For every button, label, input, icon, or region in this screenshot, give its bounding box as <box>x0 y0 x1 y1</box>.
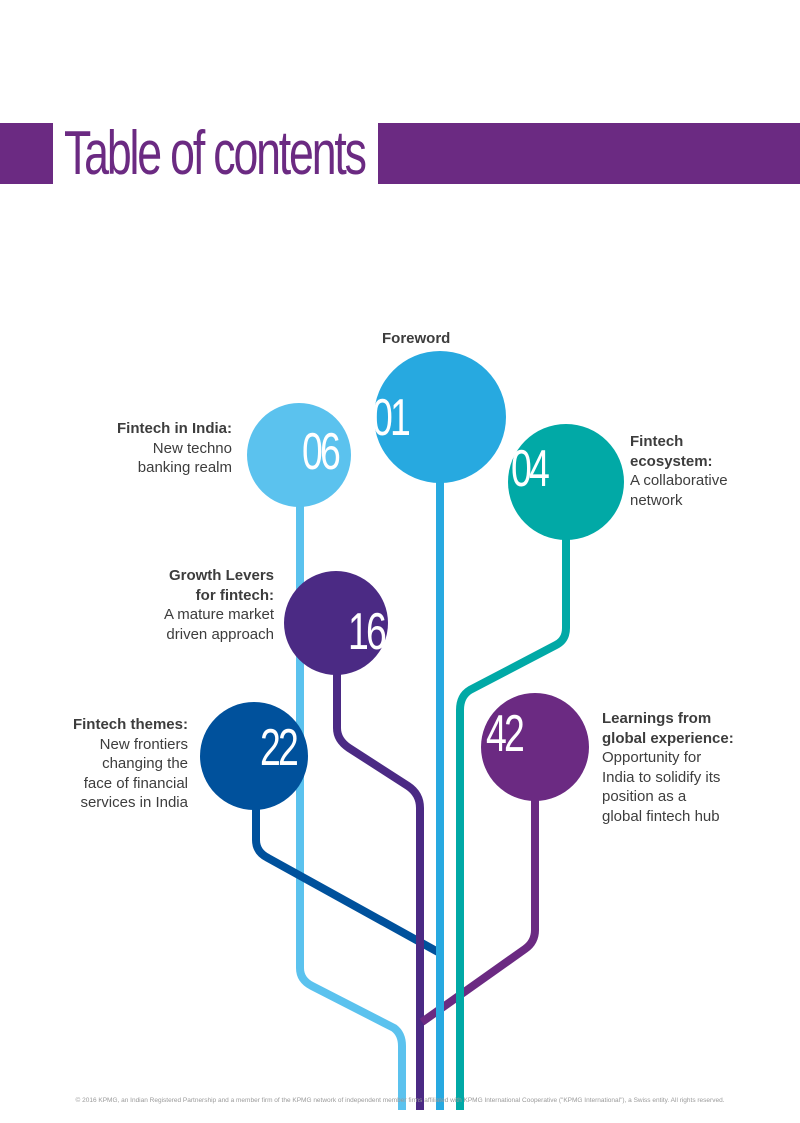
entry-description: A collaborative <box>630 472 728 489</box>
stem-04 <box>456 530 570 1110</box>
copyright-footer: © 2016 KPMG, an Indian Registered Partne… <box>75 1097 725 1104</box>
stem-16 <box>333 670 424 1110</box>
stem-06 <box>296 500 406 1110</box>
page-number-42: 42 <box>486 705 525 763</box>
entry-description: changing the <box>102 755 188 772</box>
title-band-right <box>378 123 800 184</box>
entry-description: A mature market <box>163 606 274 623</box>
page-number-06: 06 <box>302 423 341 481</box>
entry-description: network <box>630 491 683 509</box>
bubble-04 <box>508 424 624 540</box>
entry-fintech-themes: Fintech themes: New frontiers changing t… <box>73 715 188 813</box>
entry-fintech-india: Fintech in India: New techno banking rea… <box>117 419 232 478</box>
entry-description: position as a <box>602 788 687 805</box>
bubble-22 <box>200 702 308 810</box>
entry-description: global fintech hub <box>602 807 720 825</box>
entry-ecosystem: Fintech ecosystem: A collaborative netwo… <box>630 432 728 510</box>
entry-title: Fintech <box>630 433 684 450</box>
entry-description: India to solidify its <box>602 768 721 786</box>
bubble-01 <box>374 351 506 483</box>
entry-description: Opportunity for <box>602 749 702 766</box>
entry-title: Growth Levers <box>168 567 274 584</box>
page-number-01: 01 <box>372 389 411 447</box>
entry-title: global experience: <box>602 729 734 747</box>
entry-description: face of financial <box>83 774 188 792</box>
entry-growth-levers: Growth Levers for fintech: A mature mark… <box>164 566 274 644</box>
page-number-04: 04 <box>511 440 550 498</box>
entry-title: ecosystem: <box>630 452 713 470</box>
entry-title: Fintech in India: <box>117 420 232 437</box>
entry-title: Foreword <box>382 330 451 347</box>
page-number-22: 22 <box>260 719 299 777</box>
bubble-16 <box>284 571 388 675</box>
page-number-16: 16 <box>348 603 387 661</box>
title-band-left <box>0 123 53 184</box>
entry-description: services in India <box>80 794 188 811</box>
bubble-06 <box>247 403 351 507</box>
entry-description: driven approach <box>166 625 274 643</box>
entry-title: for fintech: <box>195 586 274 604</box>
entry-description: banking realm <box>137 459 232 476</box>
entry-foreword: Foreword <box>382 329 450 349</box>
page-title: Table of contents <box>64 119 367 188</box>
entry-title: Fintech themes: <box>72 716 188 733</box>
entry-title: Learnings from <box>602 710 712 727</box>
entry-description: New techno <box>152 439 232 457</box>
stem-42 <box>419 790 539 1026</box>
stem-22 <box>252 800 440 956</box>
entry-description: New frontiers <box>99 735 188 753</box>
bubble-42 <box>481 693 589 801</box>
entry-learnings: Learnings from global experience: Opport… <box>602 709 734 826</box>
